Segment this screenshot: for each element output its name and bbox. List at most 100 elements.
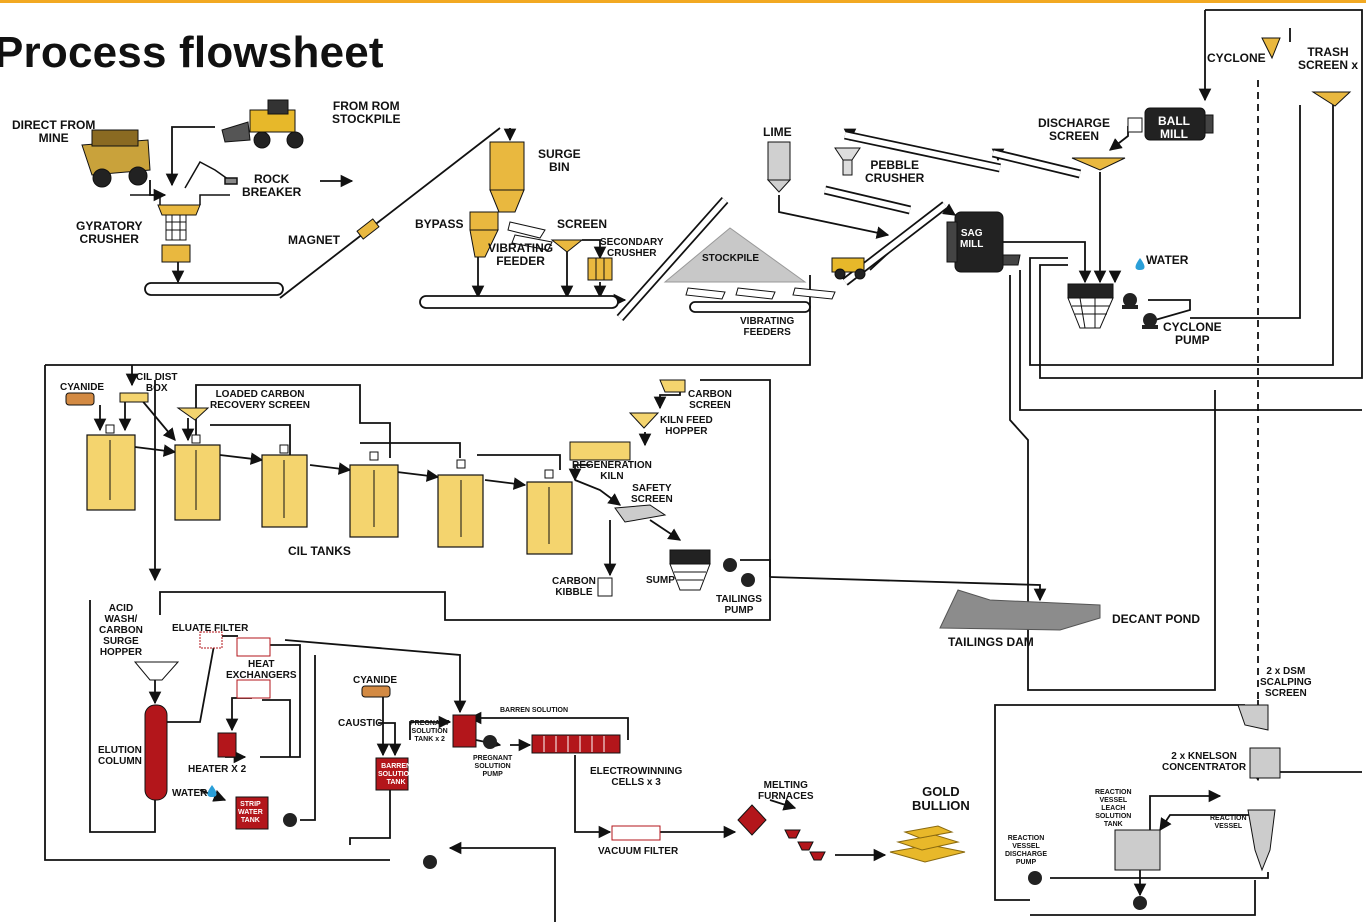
- eluate-filter-icon: [199, 631, 223, 649]
- reaction-leach-tank-icon: [1114, 829, 1161, 871]
- label-screen: SCREEN: [557, 217, 608, 231]
- line-mine-to-crusher: [149, 180, 167, 202]
- pebble-crusher-icon: [834, 147, 861, 176]
- gyratory-crusher: [130, 194, 230, 263]
- secondary-crusher-icon: [587, 257, 613, 281]
- heater-icon: [217, 732, 237, 758]
- label-caustic: CAUSTIC: [338, 718, 383, 729]
- water-drop-icon: [1135, 258, 1145, 270]
- gravity-pumps: [1028, 871, 1147, 910]
- elution-column-icon: [144, 704, 168, 801]
- cil-sump: [669, 549, 711, 591]
- reaction-vessel-icon: [1247, 809, 1276, 872]
- discharge-screen-icon: [1071, 157, 1126, 171]
- label-cyclone: CYCLONE: [1207, 51, 1266, 65]
- line-cyclone-pump-up: [1147, 299, 1191, 323]
- front-loader: [221, 99, 304, 149]
- tank-agitators: [105, 424, 554, 544]
- conveyor-2: [419, 295, 619, 309]
- label-stockpile: STOCKPILE: [702, 253, 760, 264]
- gold-bullion-icon: [889, 825, 966, 863]
- line-screen-to-secondary: [582, 239, 607, 260]
- cyanide-drum: [65, 392, 95, 406]
- carbon-kibble-icon: [597, 577, 613, 597]
- safety-screen-icon: [614, 504, 667, 523]
- cil-tanks: [86, 434, 573, 555]
- label-heater-x2: HEATER X 2: [188, 764, 247, 775]
- vacuum-filter-icon: [611, 825, 661, 841]
- page-title: Process flowsheet: [0, 28, 384, 77]
- label-decant-pond: DECANT POND: [1112, 612, 1201, 626]
- barren-solution-tank-icon: [375, 757, 409, 791]
- label-tailings-dam: TAILINGS DAM: [948, 635, 1034, 649]
- conveyor-1: [144, 282, 284, 296]
- small-loader: [831, 257, 866, 280]
- knelson-concentrator-icon: [1249, 747, 1281, 779]
- line-heat-exchanger: [284, 639, 467, 714]
- line-lime-to-sag: [778, 195, 890, 239]
- kiln-feed-hopper-icon: [628, 412, 660, 429]
- conveyors: [144, 130, 1082, 321]
- line-safety-screen: [574, 479, 622, 506]
- line-gravity-left: [994, 704, 1245, 901]
- melting-crucibles: [784, 829, 826, 861]
- line-reaction-top: [1149, 789, 1222, 830]
- line-cil-main: [1009, 275, 1216, 691]
- dsm-scalping-screen-icon: [1237, 704, 1269, 731]
- line-bottom-return: [448, 841, 556, 922]
- accent-bar: [0, 0, 1366, 3]
- line-top-loop: [1039, 9, 1363, 379]
- label-sump: SUMP: [646, 575, 675, 586]
- water-drop-icon-2: [207, 785, 217, 797]
- cyclone-icon: [1261, 37, 1281, 60]
- flow-lines: [44, 9, 1363, 922]
- haul-truck: [81, 129, 151, 188]
- label-bypass: BYPASS: [415, 217, 464, 231]
- label-cyanide-bottom: CYANIDE: [353, 675, 398, 686]
- line-magnet-conveyor: [279, 127, 501, 299]
- vibrating-feeders-icons: [685, 287, 836, 300]
- label-magnet: MAGNET: [288, 233, 340, 247]
- feeder-screen: [507, 221, 584, 253]
- line-to-sag: [869, 203, 957, 271]
- heat-exchanger-1: [236, 637, 271, 657]
- magnet-icon: [356, 218, 380, 240]
- loaded-carbon-screen-icon: [176, 407, 210, 421]
- cil-tank-2: [174, 444, 221, 521]
- label-barren-solution: BARREN SOLUTION: [500, 707, 569, 714]
- label-water-top: WATER: [1146, 253, 1189, 267]
- cil-tank-1: [86, 434, 136, 511]
- label-cil-tanks: CIL TANKS: [288, 544, 351, 558]
- label-cyanide-top: CYANIDE: [60, 382, 105, 393]
- acid-wash-hopper-icon: [133, 661, 180, 681]
- line-carbon-up: [159, 379, 771, 621]
- electrowinning-cells-icon: [531, 734, 621, 754]
- mill-sump: [1067, 283, 1114, 329]
- ball-mill-icon: [1127, 107, 1214, 141]
